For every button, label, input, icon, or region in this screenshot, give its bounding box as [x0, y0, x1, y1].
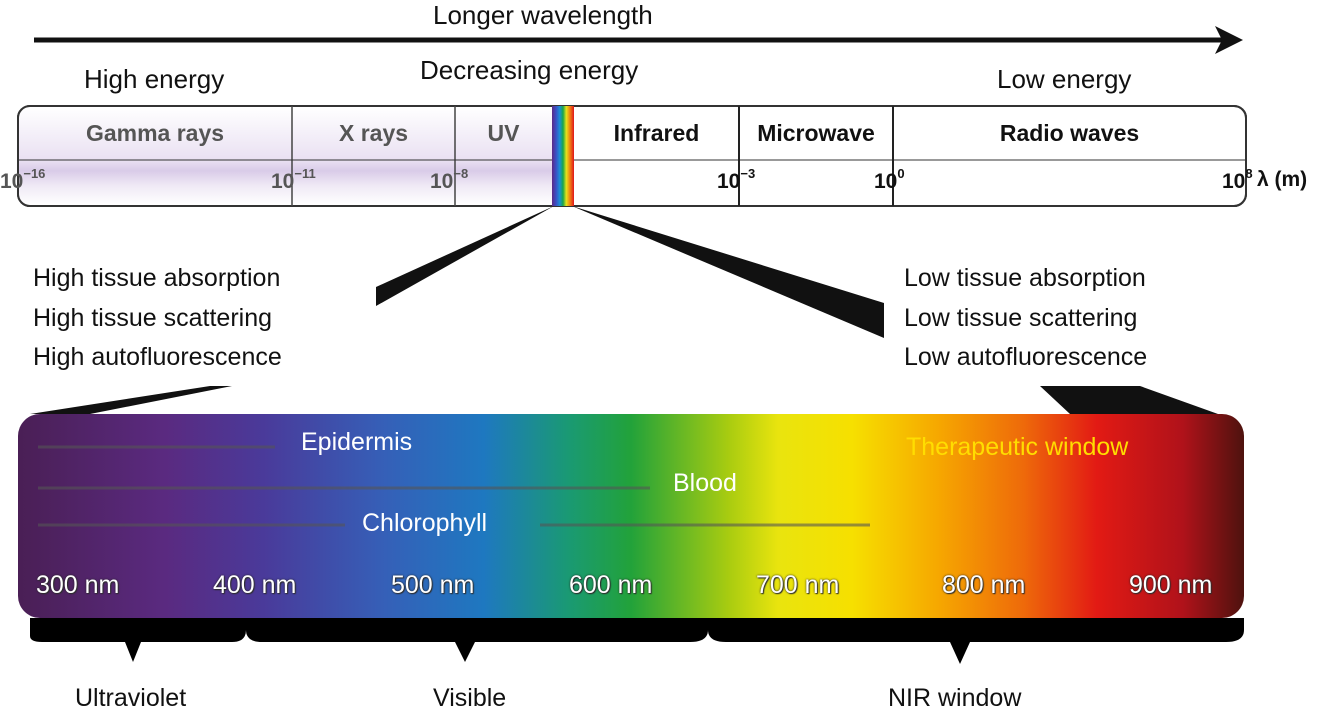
tick-1e-3: 10−3: [717, 166, 756, 193]
low-energy-label: Low energy: [997, 64, 1132, 94]
wavelength-unit: λ (m): [1257, 168, 1308, 191]
region-microwave: Microwave: [757, 119, 875, 146]
blood-label: Blood: [673, 469, 737, 497]
wavelength-arrow-head: [1215, 26, 1243, 54]
visible-spectrum-bar: [18, 414, 1244, 618]
left-prop-scattering: High tissue scattering: [33, 304, 273, 332]
nm-500: 500 nm: [391, 571, 475, 599]
spectrum-regions: Gamma rays X rays UV Infrared Microwave …: [18, 106, 1246, 160]
funnel-tail-right: [1040, 386, 1218, 414]
chlorophyll-label: Chlorophyll: [362, 509, 488, 537]
visible-label: Visible: [433, 684, 507, 712]
ultraviolet-label: Ultraviolet: [75, 684, 187, 712]
epidermis-label: Epidermis: [301, 428, 413, 456]
tick-1e0: 100: [874, 166, 905, 193]
left-prop-absorption: High tissue absorption: [33, 264, 281, 292]
visible-bracket: [246, 618, 708, 662]
tick-1e-8: 10−8: [430, 166, 469, 193]
zoom-funnel-left: [376, 206, 554, 306]
ionizing-shade: [19, 107, 552, 205]
high-energy-label: High energy: [84, 64, 225, 94]
left-prop-autofluorescence: High autofluorescence: [33, 343, 282, 371]
zoom-funnel-right: [572, 206, 884, 338]
ultraviolet-bracket: [30, 618, 246, 662]
therapeutic-window-label: Therapeutic window: [906, 433, 1129, 461]
region-radio-waves: Radio waves: [999, 119, 1140, 146]
nir-window-label: NIR window: [888, 684, 1022, 712]
funnel-tail-left: [30, 386, 232, 414]
nir-bracket: [708, 618, 1244, 664]
longer-wavelength-label: Longer wavelength: [433, 0, 653, 30]
tick-1e-11: 10−11: [271, 166, 316, 193]
nm-300: 300 nm: [36, 571, 120, 599]
nm-400: 400 nm: [213, 571, 297, 599]
decreasing-energy-label: Decreasing energy: [420, 55, 639, 85]
nm-600: 600 nm: [569, 571, 653, 599]
nm-900: 900 nm: [1129, 571, 1213, 599]
nm-700: 700 nm: [756, 571, 840, 599]
region-x-rays: X rays: [338, 119, 409, 146]
visible-strip: [552, 106, 574, 206]
tick-1e-16: 10−16: [0, 166, 46, 193]
right-prop-autofluorescence: Low autofluorescence: [904, 343, 1148, 371]
tick-1e8: 108: [1222, 166, 1253, 193]
right-prop-scattering: Low tissue scattering: [904, 304, 1138, 332]
nm-800: 800 nm: [942, 571, 1026, 599]
region-gamma-rays: Gamma rays: [85, 119, 225, 146]
right-prop-absorption: Low tissue absorption: [904, 264, 1146, 292]
region-infrared: Infrared: [613, 119, 700, 146]
region-uv: UV: [487, 119, 520, 146]
